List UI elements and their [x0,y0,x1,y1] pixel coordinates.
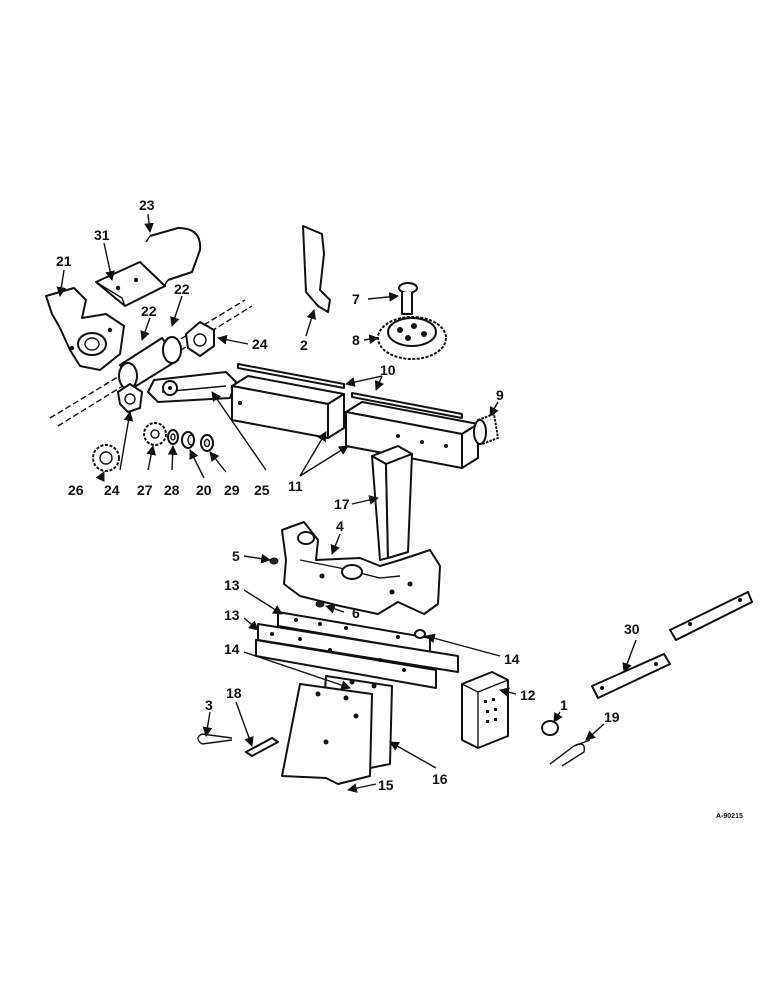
callout-4: 4 [336,518,344,534]
screw-part-6 [315,600,325,608]
callout-27: 27 [137,482,153,498]
washer-part-28 [167,429,179,445]
bushing-part-20 [181,431,195,449]
clip-part-upper [185,321,215,357]
callout-8: 8 [352,332,360,348]
cotter-pin-part [197,733,233,745]
callout-30: 30 [624,621,640,637]
rod-part [237,363,463,419]
callout-24-upper: 24 [252,336,268,352]
callout-10: 10 [380,362,396,378]
callout-1: 1 [560,697,568,713]
callout-13-lower: 13 [224,607,240,623]
hairpin-part-19 [549,739,591,767]
callout-13-upper: 13 [224,577,240,593]
callout-9: 9 [496,387,504,403]
callout-5: 5 [232,548,240,564]
nut-part-1 [541,720,559,736]
pinion-part [473,413,499,445]
frame-casting-part [281,521,441,615]
callout-19: 19 [604,709,620,725]
nut-part-right [414,629,426,639]
clip-part-lower [117,383,143,413]
callout-14-left: 14 [224,641,240,657]
sprocket-large-part [92,444,120,472]
screw-part-5 [269,557,279,565]
callout-24-lower: 24 [104,482,120,498]
long-bar-left [591,653,671,699]
link-arm-part [147,371,237,403]
key-part-18 [245,737,279,757]
u-bolt-part [145,227,202,287]
callout-26: 26 [68,482,84,498]
callout-25: 25 [254,482,270,498]
callout-17: 17 [334,496,350,512]
callout-31: 31 [94,227,110,243]
washer-part-29 [200,434,214,452]
callout-11: 11 [288,478,303,494]
callout-18: 18 [226,685,242,701]
callout-14-right: 14 [504,651,520,667]
vertical-post-part [371,445,413,561]
block-bracket-part [461,671,509,749]
gear-part [377,316,447,360]
callout-6: 6 [352,605,360,621]
shield-plate-front [281,683,373,785]
callout-20: 20 [196,482,212,498]
clamp-plate-part [95,261,166,307]
callout-3: 3 [205,697,213,713]
callout-2: 2 [300,337,308,353]
shaft-hub-part [118,336,182,390]
scraper-arm-part [302,225,331,313]
callout-22-right: 22 [174,281,190,297]
callout-29: 29 [224,482,240,498]
callout-23: 23 [139,197,155,213]
flat-bar-lower [255,623,459,689]
callout-21: 21 [56,253,72,269]
bracket-part [45,287,125,371]
callout-7: 7 [352,291,360,307]
sprocket-small-part [143,422,167,446]
bolt-part [398,282,418,315]
callout-15: 15 [378,777,394,793]
callout-12: 12 [520,687,536,703]
drawing-id: A-90215 [716,813,743,820]
square-tube-left [231,375,345,439]
callout-28: 28 [164,482,180,498]
callout-16: 16 [432,771,448,787]
leader-lines [56,213,637,793]
long-bar-right [669,591,753,641]
callout-22-left: 22 [141,303,157,319]
